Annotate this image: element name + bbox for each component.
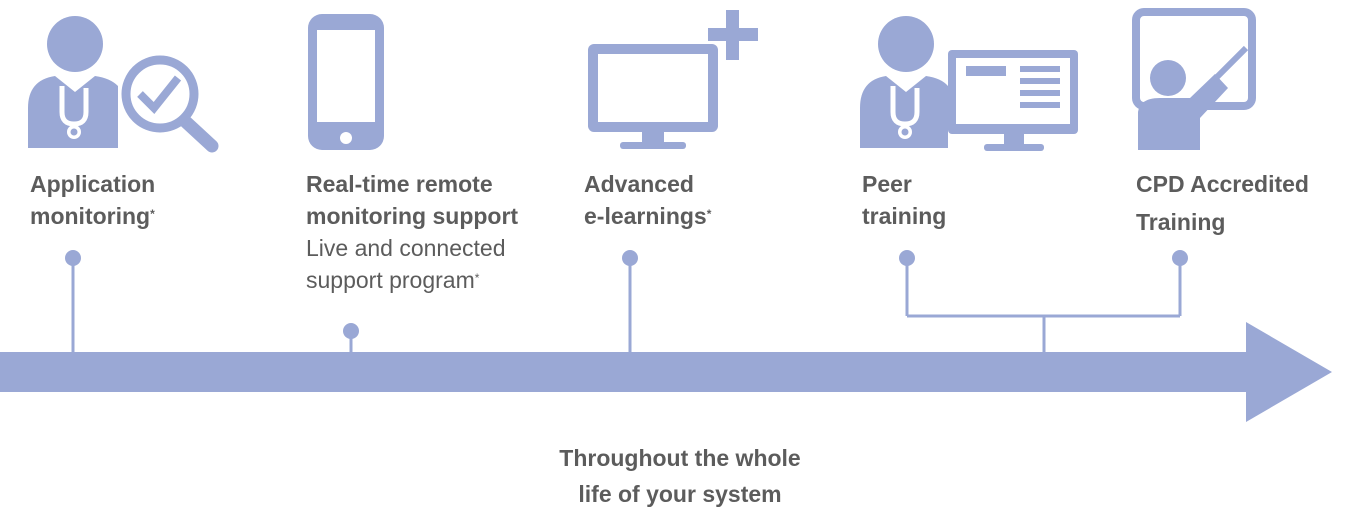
connector-training-bracket [899,250,1188,352]
caption-line: Throughout the whole [559,445,801,471]
footnote-marker: * [150,207,155,221]
presenter-board-icon [1132,8,1256,150]
step-title-line: monitoring* [30,200,155,232]
step-title-text: e-learnings [584,203,707,229]
caption-line: life of your system [578,481,782,507]
step-label-advanced-elearnings: Advanced e-learnings* [584,168,711,232]
connector-application-monitoring [65,250,81,352]
step-label-application-monitoring: Application monitoring* [30,168,155,232]
step-label-peer-training: Peer training [862,168,946,232]
connector-remote-monitoring [343,323,359,352]
step-label-remote-monitoring: Real-time remote monitoring support Live… [306,168,518,296]
doctor-computer-icon [860,16,1078,151]
step-title-line: monitoring support [306,203,519,229]
smartphone-icon [308,14,384,150]
timeline-arrow [0,322,1332,422]
footnote-marker: * [474,271,480,285]
step-title-text: monitoring [30,203,151,229]
timeline-caption: Throughout the whole life of your system [480,440,880,512]
monitor-plus-icon [588,10,758,149]
connector-advanced-elearnings [622,250,638,352]
step-title-line: Training [1136,209,1226,235]
step-subtitle-line: Live and connected [306,235,506,261]
footnote-marker: * [706,207,712,221]
step-title-line: Real-time remote [306,171,493,197]
step-title-line: CPD Accredited [1136,171,1309,197]
step-title-line: Application [30,171,156,197]
step-title-line: e-learnings* [584,200,711,232]
step-title-line: training [862,203,947,229]
step-subtitle-text: support program [306,267,475,293]
doctor-magnifier-check-icon [28,16,219,153]
step-title-line: Peer [862,171,912,197]
step-subtitle-line: support program* [306,264,518,296]
step-title-line: Advanced [584,171,694,197]
step-label-cpd-training: CPD Accredited Training [1136,168,1309,238]
